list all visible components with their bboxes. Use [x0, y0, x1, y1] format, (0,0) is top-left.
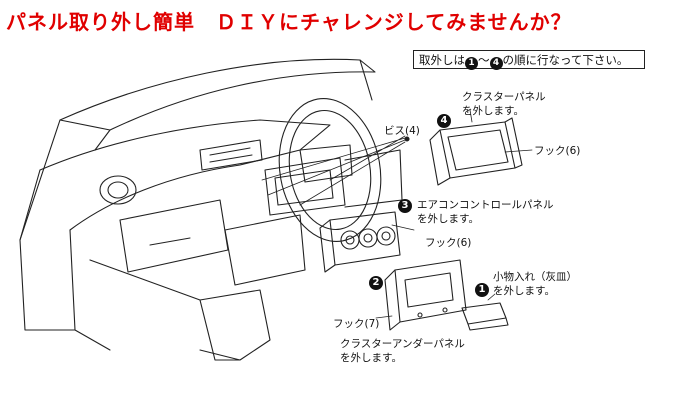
step-3-badge: 3	[398, 199, 412, 213]
step-from-badge: 1	[465, 57, 478, 70]
under-panel-label: クラスターアンダーパネル を外します。	[340, 337, 465, 365]
page-headline: パネル取り外し簡単 ＤＩＹにチャレンジしてみませんか？	[6, 10, 572, 34]
glovebox	[119, 199, 229, 273]
step-1-badge: 1	[475, 283, 489, 297]
cluster-panel-label: クラスターパネル を外します。	[462, 90, 546, 118]
cluster-hook-label: フック(6)	[534, 145, 581, 157]
step-2-badge: 2	[369, 276, 383, 290]
under-hook-label: フック(7)	[333, 318, 380, 330]
a-pillar	[19, 119, 111, 241]
ac-hook-label: フック(6)	[425, 237, 472, 249]
dashboard-top	[39, 119, 331, 231]
step-to-badge: 4	[489, 57, 503, 70]
center-air-vent	[199, 139, 263, 171]
under-panel-line1: クラスターアンダーパネル	[340, 338, 465, 350]
screws-label: ビス(4)	[384, 125, 420, 137]
center-module	[264, 157, 346, 216]
tray-label: 小物入れ（灰皿） を外します。	[493, 270, 577, 298]
cluster-panel-line2: を外します。	[462, 105, 524, 117]
instruction-separator: 〜	[478, 53, 490, 67]
ac-control-panel-part	[329, 211, 401, 266]
tray-line2: を外します。	[493, 285, 555, 297]
instruction-suffix: の順に行なって下さい。	[502, 53, 629, 67]
instruction-prefix: 取外しは	[419, 53, 465, 67]
left-air-vent	[99, 175, 137, 205]
windshield-outline	[59, 58, 376, 131]
step-4-badge: 4	[437, 114, 451, 128]
ac-panel-line1: エアコンコントロールパネル	[417, 199, 554, 211]
cluster-under-panel-part	[394, 259, 467, 323]
ac-panel-line2: を外します。	[417, 213, 479, 225]
screw-lead-lines	[261, 135, 406, 206]
tray-line1: 小物入れ（灰皿）	[493, 271, 577, 283]
ashtray-part	[461, 302, 507, 325]
ac-panel-label: エアコンコントロールパネル を外します。	[417, 198, 554, 226]
under-panel-line2: を外します。	[340, 352, 402, 364]
cluster-panel-line1: クラスターパネル	[462, 91, 546, 103]
center-console	[199, 299, 241, 361]
steering-wheel	[278, 98, 382, 242]
